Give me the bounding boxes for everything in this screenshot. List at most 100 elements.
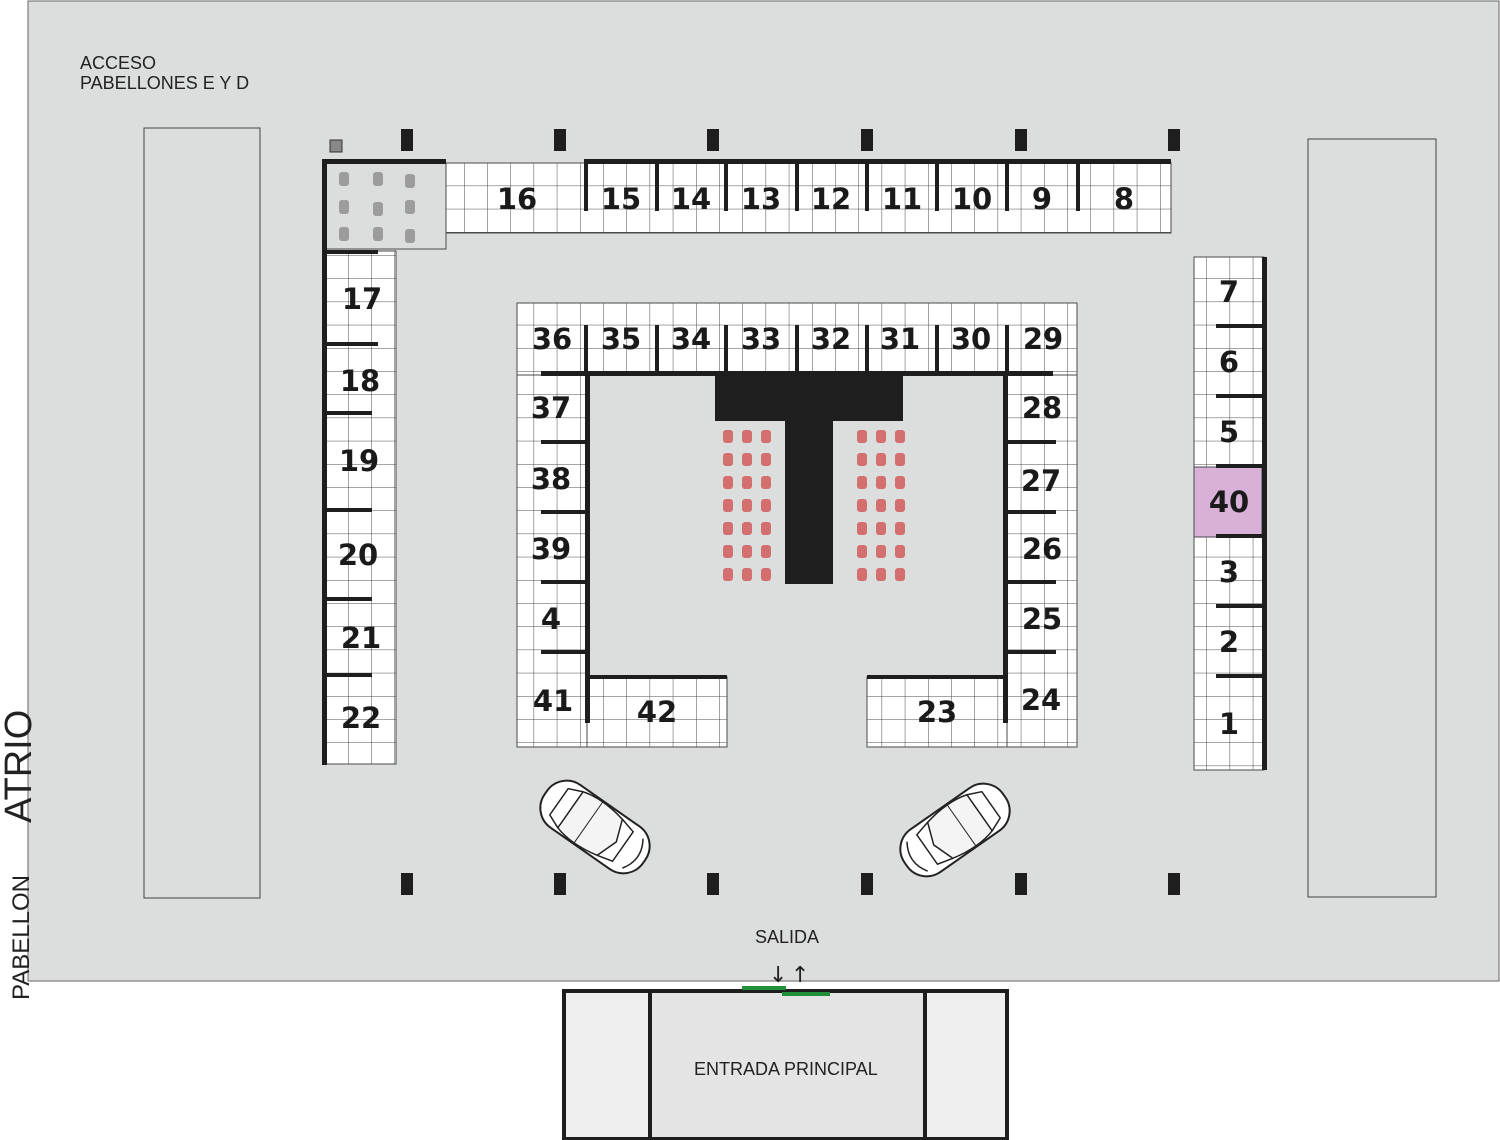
audience-seat bbox=[723, 453, 733, 466]
exit-arrow: ↓ bbox=[769, 963, 787, 988]
top-row-walls bbox=[322, 159, 1171, 211]
atrio-label: ATRIO bbox=[0, 710, 40, 823]
audience-seat bbox=[761, 499, 771, 512]
right-column-walls bbox=[1216, 257, 1267, 770]
entry-door[interactable] bbox=[782, 992, 830, 996]
lounge-seats bbox=[339, 172, 415, 243]
stand-39[interactable]: 39 bbox=[531, 532, 571, 566]
audience-seat bbox=[857, 430, 867, 443]
stand-36[interactable]: 36 bbox=[532, 322, 572, 356]
stand-14[interactable]: 14 bbox=[671, 182, 711, 216]
audience-seat bbox=[857, 476, 867, 489]
left-column-walls bbox=[322, 159, 378, 765]
audience-seat bbox=[723, 568, 733, 581]
audience-seats bbox=[723, 430, 905, 581]
car-left bbox=[539, 779, 651, 875]
audience-seat bbox=[761, 476, 771, 489]
audience-seat bbox=[895, 545, 905, 558]
stand-27[interactable]: 27 bbox=[1021, 464, 1061, 498]
audience-seat bbox=[723, 545, 733, 558]
entrada-principal-label: ENTRADA PRINCIPAL bbox=[694, 1059, 878, 1079]
stand-42[interactable]: 42 bbox=[637, 695, 677, 729]
stand-37[interactable]: 37 bbox=[531, 391, 571, 425]
audience-seat bbox=[895, 522, 905, 535]
audience-seat bbox=[761, 568, 771, 581]
stand-4[interactable]: 4 bbox=[541, 602, 561, 636]
stand-3[interactable]: 3 bbox=[1219, 555, 1239, 589]
stand-20[interactable]: 20 bbox=[338, 538, 378, 572]
stand-24[interactable]: 24 bbox=[1021, 683, 1061, 717]
stand-2[interactable]: 2 bbox=[1219, 625, 1239, 659]
stand-32[interactable]: 32 bbox=[811, 322, 851, 356]
stand-23[interactable]: 23 bbox=[917, 695, 957, 729]
audience-seat bbox=[742, 430, 752, 443]
pabellon-label: PABELLON bbox=[8, 875, 35, 1000]
stand-7[interactable]: 7 bbox=[1219, 275, 1239, 309]
stand-12[interactable]: 12 bbox=[811, 182, 851, 216]
stand-25[interactable]: 25 bbox=[1022, 602, 1062, 636]
pillars bbox=[401, 129, 1180, 895]
stand-34[interactable]: 34 bbox=[671, 322, 711, 356]
stand-41[interactable]: 41 bbox=[533, 684, 573, 718]
audience-seat bbox=[857, 568, 867, 581]
stand-13[interactable]: 13 bbox=[741, 182, 781, 216]
stand-10[interactable]: 10 bbox=[952, 182, 992, 216]
audience-seat bbox=[742, 476, 752, 489]
stand-30[interactable]: 30 bbox=[951, 322, 991, 356]
audience-seat bbox=[761, 545, 771, 558]
stand-35[interactable]: 35 bbox=[601, 322, 641, 356]
stand-6[interactable]: 6 bbox=[1219, 345, 1239, 379]
right-side-area bbox=[1307, 138, 1437, 898]
stand-1[interactable]: 1 bbox=[1219, 707, 1239, 741]
audience-seat bbox=[761, 453, 771, 466]
stand-21[interactable]: 21 bbox=[341, 621, 381, 655]
stand-15[interactable]: 15 bbox=[601, 182, 641, 216]
entry-arrow: ↑ bbox=[791, 963, 809, 988]
stand-33[interactable]: 33 bbox=[741, 322, 781, 356]
stand-28[interactable]: 28 bbox=[1022, 391, 1062, 425]
audience-seat bbox=[857, 453, 867, 466]
audience-seat bbox=[742, 545, 752, 558]
acceso-label: ACCESO bbox=[80, 53, 156, 73]
audience-seat bbox=[857, 545, 867, 558]
stand-19[interactable]: 19 bbox=[339, 444, 379, 478]
audience-seat bbox=[876, 499, 886, 512]
stand-31[interactable]: 31 bbox=[880, 322, 920, 356]
audience-seat bbox=[895, 568, 905, 581]
stage bbox=[715, 375, 903, 421]
audience-seat bbox=[857, 499, 867, 512]
entrance-hall bbox=[652, 993, 923, 1137]
stand-18[interactable]: 18 bbox=[340, 364, 380, 398]
stand-5[interactable]: 5 bbox=[1219, 415, 1239, 449]
stand-11[interactable]: 11 bbox=[882, 182, 922, 216]
stand-40[interactable]: 40 bbox=[1209, 485, 1249, 519]
stand-29[interactable]: 29 bbox=[1023, 322, 1063, 356]
audience-seat bbox=[761, 430, 771, 443]
audience-seat bbox=[742, 522, 752, 535]
audience-seat bbox=[761, 522, 771, 535]
stand-22[interactable]: 22 bbox=[341, 701, 381, 735]
audience-seat bbox=[742, 568, 752, 581]
stand-8[interactable]: 8 bbox=[1114, 182, 1134, 216]
audience-seat bbox=[876, 568, 886, 581]
audience-seat bbox=[742, 453, 752, 466]
car-right bbox=[899, 782, 1011, 878]
audience-seat bbox=[723, 476, 733, 489]
stand-17[interactable]: 17 bbox=[342, 282, 382, 316]
island-walls bbox=[541, 325, 1056, 723]
stand-26[interactable]: 26 bbox=[1022, 532, 1062, 566]
audience-seat bbox=[723, 522, 733, 535]
exit-door[interactable] bbox=[742, 986, 786, 990]
stand-38[interactable]: 38 bbox=[531, 462, 571, 496]
stand-16[interactable]: 16 bbox=[497, 182, 537, 216]
audience-seat bbox=[723, 499, 733, 512]
audience-seat bbox=[876, 522, 886, 535]
stand-numbers: 16 15 14 13 12 11 10 9 8 17 18 19 20 21 … bbox=[338, 182, 1249, 741]
pabellones-label: PABELLONES E Y D bbox=[80, 73, 249, 93]
audience-seat bbox=[742, 499, 752, 512]
audience-seat bbox=[895, 476, 905, 489]
salida-label: SALIDA bbox=[755, 927, 819, 947]
stand-9[interactable]: 9 bbox=[1032, 182, 1052, 216]
audience-seat bbox=[876, 545, 886, 558]
audience-seat bbox=[876, 476, 886, 489]
